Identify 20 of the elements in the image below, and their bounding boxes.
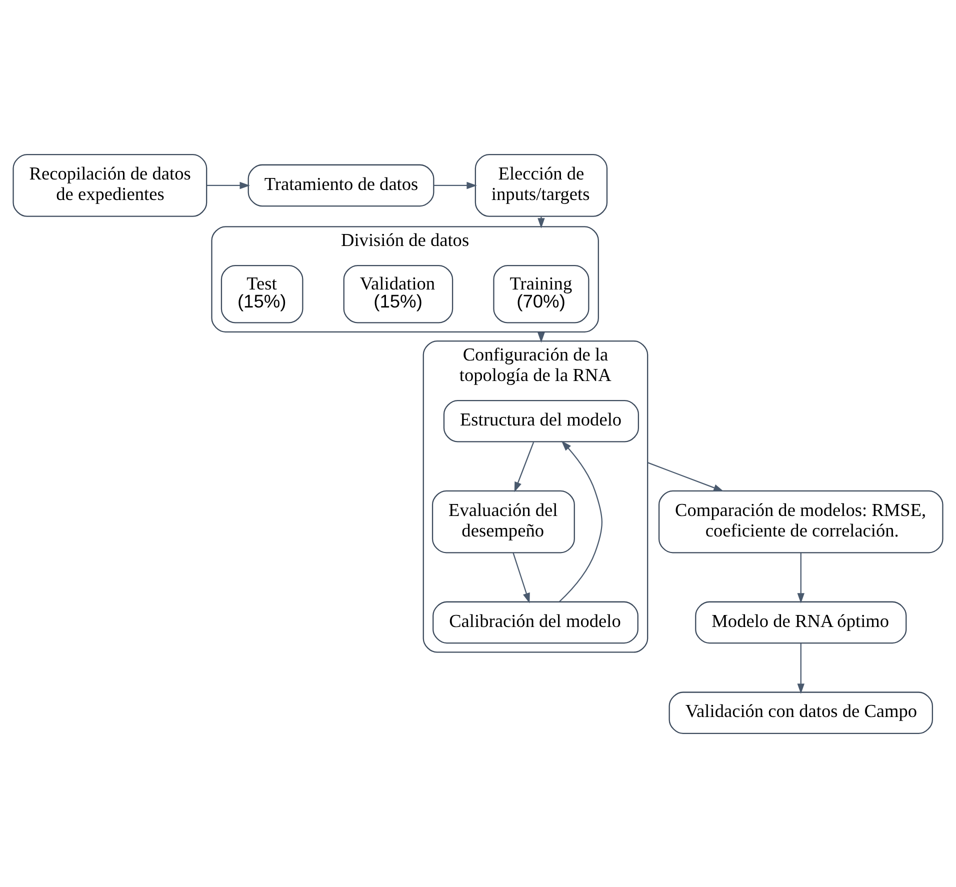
node-box: Comparación de modelos: RMSE, coeficiente de correlación. [658, 490, 944, 553]
arrow [647, 462, 724, 491]
node-box: Test (15%) [220, 264, 304, 323]
node-box: Validación con datos de Campo [668, 691, 934, 734]
arrow [558, 440, 602, 602]
node-box: Elección de inputs/targets [474, 154, 608, 216]
node-box: Tratamiento de datos [248, 164, 434, 206]
node-box: Calibración del modelo [432, 600, 638, 644]
node-box: Validation (15%) [343, 264, 454, 323]
arrow [206, 181, 250, 189]
arrow [797, 642, 804, 694]
node-box: Recopilación de datos de expedientes [12, 154, 208, 216]
arrow [797, 552, 804, 603]
node-box: Training (70%) [493, 264, 590, 323]
arrow [434, 181, 477, 189]
node-box: Modelo de RNA óptimo [695, 600, 907, 644]
arrow [512, 552, 530, 603]
node-box: Evaluación del desempeño [432, 490, 575, 553]
node-box: Estructura del modelo [443, 399, 640, 442]
arrow [514, 441, 534, 492]
